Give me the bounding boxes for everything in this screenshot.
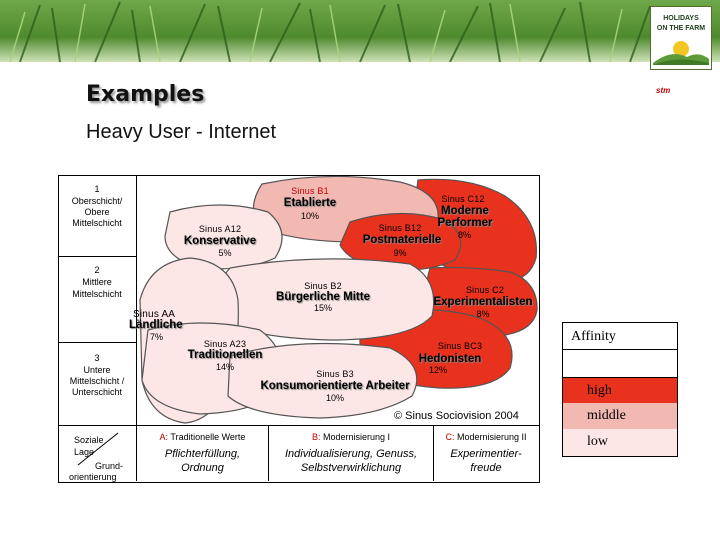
buergerliche-mitte-code: Sinus B2 bbox=[304, 281, 342, 291]
page-subtitle: Heavy User - Internet bbox=[86, 121, 277, 143]
corner-diagonal bbox=[77, 432, 119, 466]
row-divider-2 bbox=[58, 342, 136, 343]
row-3-number: 3 bbox=[94, 353, 100, 363]
buergerliche-mitte-percent: 15% bbox=[313, 303, 332, 313]
legend-spacer bbox=[562, 350, 678, 377]
traditionellen-percent: 14% bbox=[215, 362, 234, 372]
orientation-a-line1: Pflichterfüllung, bbox=[164, 448, 241, 460]
konsumorientierte-code: Sinus B3 bbox=[316, 369, 354, 379]
orientation-a-line2: Ordnung bbox=[181, 462, 224, 474]
header-banner bbox=[0, 0, 720, 62]
col-divider-2 bbox=[433, 425, 434, 481]
postmaterielle-code: Sinus B12 bbox=[378, 223, 422, 233]
orientation-col-a: A: Traditionelle Werte Pflichterfüllung,… bbox=[137, 427, 268, 482]
corner-grund: Grund- bbox=[95, 461, 124, 471]
postmaterielle-percent: 9% bbox=[393, 248, 407, 258]
bubble-konsumorientierte-arbeiter bbox=[227, 342, 418, 419]
moderne-performer-percent: 8% bbox=[458, 230, 472, 240]
grass-banner-image bbox=[0, 0, 720, 62]
row-2-number: 2 bbox=[94, 265, 100, 275]
konservative-code: Sinus A12 bbox=[198, 224, 242, 234]
col-divider-1 bbox=[268, 425, 269, 481]
etablierte-percent: 10% bbox=[300, 211, 319, 221]
orientation-col-c: C: Modernisierung II Experimentier-freud… bbox=[434, 427, 538, 482]
row-1-label-line1: Oberschicht/ bbox=[71, 196, 123, 206]
row-3-label-line3: Unterschicht bbox=[71, 387, 123, 397]
brand-mark: stm bbox=[656, 86, 671, 95]
corner-soziale: Soziale bbox=[74, 435, 104, 445]
page-title: Examples bbox=[86, 82, 205, 107]
corner-lage: Lage bbox=[74, 447, 95, 457]
konservative-percent: 5% bbox=[218, 248, 232, 258]
laendliche-code: Sinus AA bbox=[133, 309, 176, 320]
holidays-on-the-farm-logo: HOLIDAYS ON THE FARM bbox=[650, 6, 712, 70]
legend-title: Affinity bbox=[562, 322, 678, 350]
orientation-c-head: Modernisierung II bbox=[456, 432, 527, 442]
row-2-label-line1: Mittlere bbox=[82, 277, 112, 287]
orientation-a-letter: A: bbox=[159, 432, 169, 442]
hedonisten-percent: 12% bbox=[428, 365, 447, 375]
orientation-c-line1: Experimentier- bbox=[450, 448, 522, 460]
logo-line1: HOLIDAYS bbox=[663, 15, 699, 22]
orientation-b-letter: B: bbox=[311, 432, 321, 442]
row-divider-1 bbox=[58, 256, 136, 257]
traditionellen-name: Traditionellen bbox=[187, 349, 263, 361]
etablierte-code: Sinus B1 bbox=[291, 186, 329, 196]
konsumorientierte-percent: 10% bbox=[325, 393, 344, 403]
postmaterielle-name: Postmaterielle bbox=[362, 234, 442, 246]
experimentalisten-code: Sinus C2 bbox=[465, 285, 505, 295]
orientation-c-letter: C: bbox=[445, 432, 455, 442]
traditionellen-code: Sinus A23 bbox=[203, 339, 247, 349]
etablierte-name: Etablierte bbox=[283, 197, 337, 209]
orientation-b-line2: Selbstverwirklichung bbox=[300, 462, 402, 474]
legend-middle: middle bbox=[562, 403, 678, 429]
corner-orientierung: orientierung bbox=[69, 472, 117, 482]
milieu-map-frame bbox=[58, 175, 540, 483]
hedonisten-name: Hedonisten bbox=[418, 353, 482, 365]
row-3-label-line1: Untere bbox=[83, 365, 111, 375]
legend-high: high bbox=[562, 377, 678, 403]
row-2-label-line2: Mittelschicht bbox=[72, 289, 122, 299]
experimentalisten-name: Experimentalisten bbox=[433, 296, 533, 308]
legend-low: low bbox=[562, 429, 678, 457]
konsumorientierte-name: Konsumorientierte Arbeiter bbox=[260, 380, 410, 392]
axis-divider bbox=[136, 175, 137, 481]
orientation-c-line2: freude bbox=[470, 462, 502, 474]
laendliche-name: Ländliche bbox=[129, 319, 183, 331]
row-1-label-line2: Obere bbox=[84, 207, 110, 217]
row-3-label-line2: Mittelschicht / bbox=[69, 376, 125, 386]
row-1-number: 1 bbox=[94, 184, 100, 194]
orientation-col-b: B: Modernisierung I Individualisierung, … bbox=[269, 427, 433, 482]
moderne-performer-code: Sinus C12 bbox=[441, 194, 485, 204]
laendliche-percent: 7% bbox=[150, 332, 164, 342]
moderne-performer-name-2: Performer bbox=[437, 217, 493, 229]
copyright-note: © Sinus Sociovision 2004 bbox=[394, 410, 519, 422]
farm-landscape-icon bbox=[653, 41, 709, 65]
buergerliche-mitte-name: Bürgerliche Mitte bbox=[276, 291, 370, 303]
orientation-b-line1: Individualisierung, Genuss, bbox=[284, 448, 418, 460]
footer-divider bbox=[58, 425, 539, 426]
orientation-b-head: Modernisierung I bbox=[322, 432, 391, 442]
logo-line2: ON THE FARM bbox=[656, 25, 706, 32]
konservative-name: Konservative bbox=[183, 235, 257, 247]
hedonisten-code: Sinus BC3 bbox=[437, 341, 483, 351]
experimentalisten-percent: 8% bbox=[476, 309, 490, 319]
orientation-a-head: Traditionelle Werte bbox=[170, 432, 246, 442]
row-1-label-line3: Mittelschicht bbox=[72, 218, 122, 228]
moderne-performer-name-1: Moderne bbox=[441, 205, 489, 217]
